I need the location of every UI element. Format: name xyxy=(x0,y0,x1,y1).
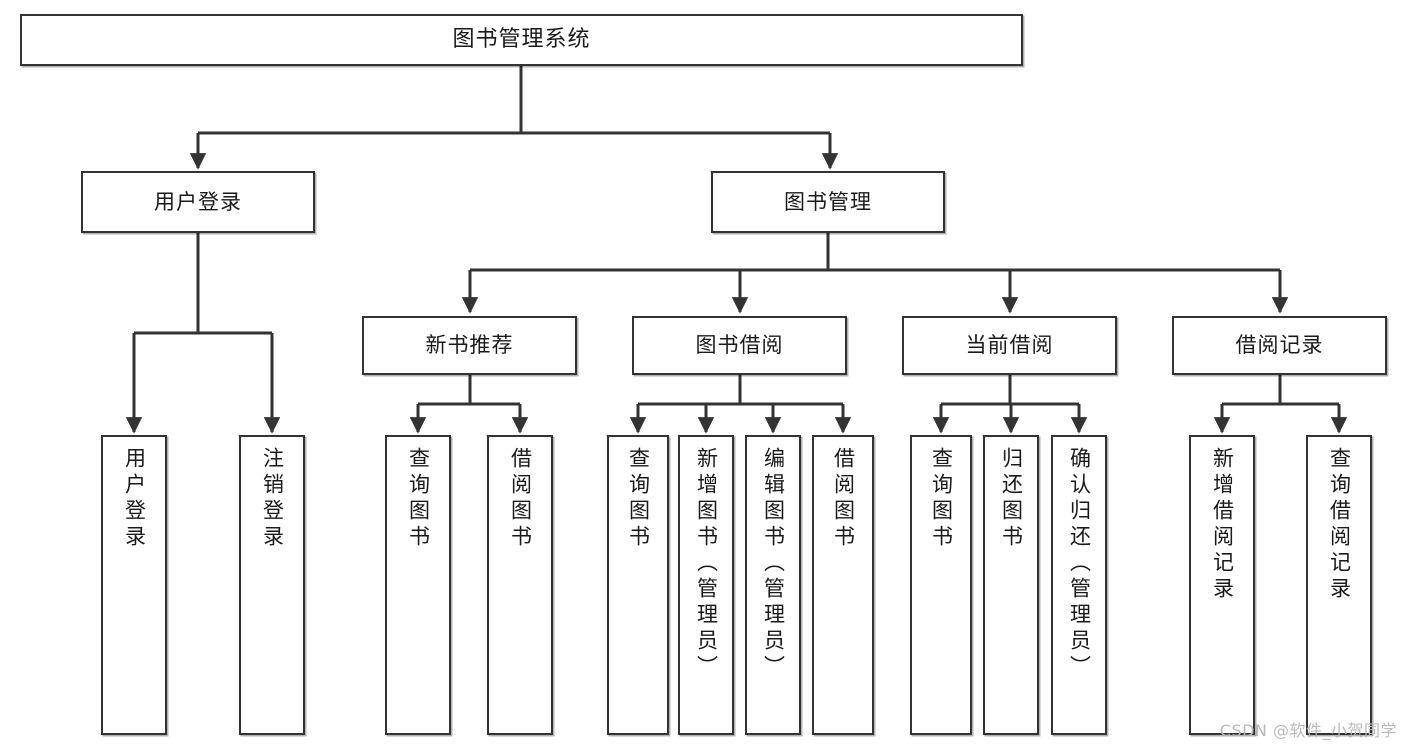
node-new-book-recommend[interactable]: 新书推荐 xyxy=(362,316,577,375)
node-leaf-borrow-book[interactable]: 借阅图书 xyxy=(812,435,874,735)
node-leaf-borrow-book-new[interactable]: 借阅图书 xyxy=(487,435,553,735)
node-leaf-add-book-admin[interactable]: 新增图书（管理员） xyxy=(678,435,734,735)
node-leaf-query-book-new[interactable]: 查询图书 xyxy=(385,435,451,735)
node-user-login[interactable]: 用户登录 xyxy=(81,171,315,233)
node-new-book-recommend-label: 新书推荐 xyxy=(425,333,514,358)
node-current-borrow[interactable]: 当前借阅 xyxy=(902,316,1117,375)
node-book-manage-label: 图书管理 xyxy=(784,189,872,214)
node-leaf-query-borrow-record-label: 查询借阅记录 xyxy=(1327,447,1352,603)
node-leaf-query-book[interactable]: 查询图书 xyxy=(607,435,669,735)
node-current-borrow-label: 当前借阅 xyxy=(965,333,1054,358)
node-borrow-record[interactable]: 借阅记录 xyxy=(1172,316,1387,375)
node-leaf-logout-label: 注销登录 xyxy=(260,447,285,551)
node-leaf-add-borrow-record[interactable]: 新增借阅记录 xyxy=(1189,435,1255,735)
node-user-login-label: 用户登录 xyxy=(154,189,242,214)
node-leaf-return-book[interactable]: 归还图书 xyxy=(983,435,1039,735)
node-leaf-borrow-book-label: 借阅图书 xyxy=(831,447,856,551)
node-book-manage[interactable]: 图书管理 xyxy=(711,171,945,233)
node-leaf-confirm-return-admin[interactable]: 确认归还（管理员） xyxy=(1051,435,1107,735)
node-leaf-add-book-admin-label: 新增图书（管理员） xyxy=(694,447,719,681)
node-leaf-borrow-book-new-label: 借阅图书 xyxy=(508,447,533,551)
node-leaf-query-book-cur-label: 查询图书 xyxy=(929,447,954,551)
node-root[interactable]: 图书管理系统 xyxy=(20,14,1023,66)
node-book-borrow-label: 图书借阅 xyxy=(695,333,784,358)
node-book-borrow[interactable]: 图书借阅 xyxy=(632,316,847,375)
node-leaf-user-login-label: 用户登录 xyxy=(122,447,147,551)
node-leaf-query-borrow-record[interactable]: 查询借阅记录 xyxy=(1306,435,1372,735)
node-borrow-record-label: 借阅记录 xyxy=(1235,333,1324,358)
node-leaf-query-book-cur[interactable]: 查询图书 xyxy=(910,435,972,735)
node-leaf-user-login[interactable]: 用户登录 xyxy=(101,435,167,735)
node-root-label: 图书管理系统 xyxy=(452,27,591,53)
node-leaf-edit-book-admin[interactable]: 编辑图书（管理员） xyxy=(745,435,801,735)
node-leaf-query-book-label: 查询图书 xyxy=(626,447,651,551)
node-leaf-confirm-return-admin-label: 确认归还（管理员） xyxy=(1067,447,1092,681)
node-leaf-add-borrow-record-label: 新增借阅记录 xyxy=(1210,447,1235,603)
node-leaf-return-book-label: 归还图书 xyxy=(999,447,1024,551)
node-leaf-edit-book-admin-label: 编辑图书（管理员） xyxy=(761,447,786,681)
node-leaf-query-book-new-label: 查询图书 xyxy=(406,447,431,551)
node-leaf-logout[interactable]: 注销登录 xyxy=(239,435,305,735)
